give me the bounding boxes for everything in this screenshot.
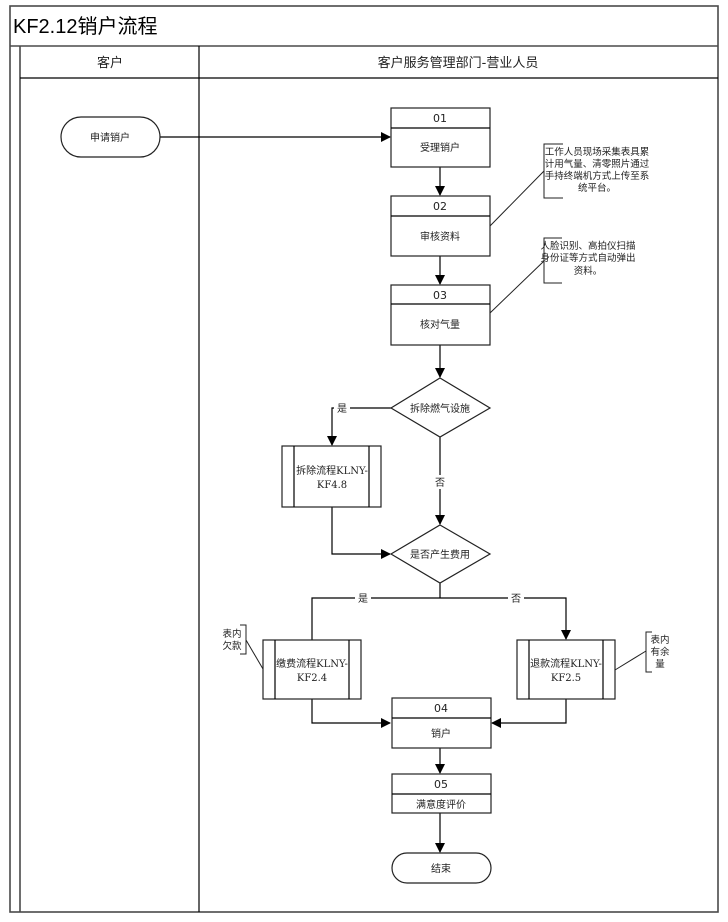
annotation-line: 资料。 — [574, 265, 603, 277]
step-number: 01 — [433, 112, 447, 125]
process-step-01: 01 受理销户 — [390, 107, 491, 168]
annotation-refund: 表内 有余 量 — [614, 631, 670, 673]
annotation-line: 手持终端机方式上传至系 — [545, 170, 650, 182]
start-label: 申请销户 — [90, 131, 130, 144]
lane-header-customer: 客户 — [97, 55, 123, 71]
swimlane-frame — [9, 5, 719, 913]
subprocess-label-line1: 缴费流程KLNY- — [276, 657, 348, 670]
page-title: KF2.12销户流程 — [13, 15, 157, 38]
subprocess-refund: 退款流程KLNY- KF2.5 — [516, 639, 616, 700]
edge-label-no: 否 — [435, 477, 445, 489]
process-step-02: 02 审核资料 — [390, 195, 491, 257]
edge-pay-to-04 — [311, 699, 391, 728]
edge-refund-to-04 — [491, 699, 567, 728]
subprocess-label-line1: 拆除流程KLNY- — [296, 464, 368, 477]
subprocess-label-line2: KF2.5 — [551, 673, 581, 684]
connectors — [160, 132, 571, 853]
annotation-line: 有余 — [650, 646, 670, 658]
decision-label: 拆除燃气设施 — [410, 402, 470, 415]
annotation-step02: 工作人员现场采集表具累 计用气量、清零照片通过 手持终端机方式上传至系 统平台。 — [489, 143, 650, 227]
annotation-payment: 表内 欠款 — [222, 624, 264, 670]
annotation-line: 计用气量、清零照片通过 — [545, 158, 650, 170]
step-label: 核对气量 — [420, 318, 460, 331]
step-label: 满意度评价 — [416, 798, 466, 811]
process-step-05: 05 满意度评价 — [391, 773, 492, 814]
annotation-line: 统平台。 — [578, 182, 616, 194]
annotation-line: 表内 — [650, 634, 669, 646]
subprocess-label-line1: 退款流程KLNY- — [530, 657, 602, 670]
step-number: 05 — [434, 778, 448, 791]
subprocess-remove: 拆除流程KLNY- KF4.8 — [281, 445, 382, 508]
edge-label-yes: 是 — [358, 593, 368, 605]
step-number: 03 — [433, 289, 447, 302]
annotation-line: 表内 — [222, 628, 241, 640]
annotation-step03: 人脸识别、高拍仪扫描 身份证等方式自动弹出 资料。 — [489, 237, 636, 314]
lane-header-service-dept: 客户服务管理部门-营业人员 — [378, 55, 539, 71]
annotation-line: 量 — [655, 659, 665, 670]
annotation-line: 工作人员现场采集表具累 — [545, 146, 650, 158]
decision-label: 是否产生费用 — [410, 548, 470, 561]
edge-decision2-yes — [311, 597, 440, 640]
edge-label-yes: 是 — [337, 403, 347, 415]
edge-decision2-no — [440, 597, 571, 640]
step-label: 销户 — [431, 727, 451, 740]
process-step-04: 04 销户 — [391, 697, 492, 749]
decision-remove-gas-facility: 拆除燃气设施 — [389, 377, 492, 438]
step-label: 受理销户 — [420, 141, 460, 154]
subprocess-label-line2: KF4.8 — [317, 480, 347, 491]
edge-decision1-yes — [327, 407, 391, 446]
process-step-03: 03 核对气量 — [390, 284, 491, 346]
annotation-line: 身份证等方式自动弹出 — [540, 252, 635, 264]
annotation-line: 欠款 — [222, 640, 242, 652]
edge-remove-to-decision2 — [331, 507, 391, 559]
annotation-line: 人脸识别、高拍仪扫描 — [540, 240, 636, 252]
start-terminal: 申请销户 — [60, 116, 161, 158]
edge-label-no: 否 — [511, 593, 521, 605]
decision-fee-incurred: 是否产生费用 — [389, 524, 492, 584]
subprocess-label-line2: KF2.4 — [297, 673, 327, 684]
end-label: 结束 — [431, 862, 451, 875]
end-terminal: 结束 — [391, 852, 492, 884]
subprocess-payment: 缴费流程KLNY- KF2.4 — [262, 639, 362, 700]
step-number: 02 — [433, 200, 447, 213]
step-number: 04 — [434, 702, 448, 715]
step-label: 审核资料 — [420, 230, 460, 243]
